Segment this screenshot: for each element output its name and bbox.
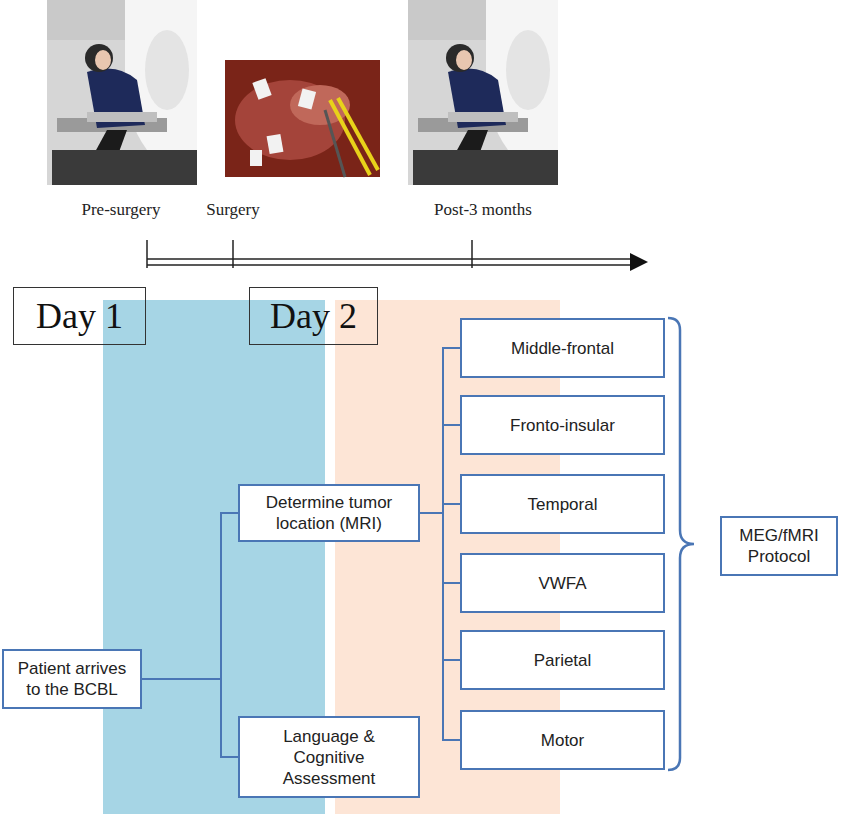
- timeline-label: Pre-surgery: [82, 200, 161, 220]
- connector: [420, 513, 460, 740]
- process-box: VWFA: [460, 553, 665, 613]
- timeline: [147, 240, 648, 271]
- timeline-label: Surgery: [206, 200, 260, 220]
- box-label: VWFA: [538, 573, 586, 594]
- connector: [420, 513, 460, 583]
- process-box: Fronto-insular: [460, 395, 665, 455]
- process-box: Language & Cognitive Assessment: [238, 716, 420, 798]
- box-label: Language & Cognitive Assessment: [246, 726, 412, 789]
- box-label: Patient arrives to the BCBL: [10, 658, 134, 700]
- pre-surgery-photo: [47, 0, 197, 185]
- box-label: Motor: [541, 730, 584, 751]
- connector: [420, 425, 460, 513]
- connector: [420, 513, 460, 660]
- box-label: Day 1: [36, 296, 123, 336]
- process-box: Temporal: [460, 474, 665, 534]
- process-box: Patient arrives to the BCBL: [2, 649, 142, 709]
- post-photo: [408, 0, 558, 185]
- box-label: Temporal: [528, 494, 598, 515]
- process-box: Motor: [460, 710, 665, 770]
- day-box: Day 2: [249, 287, 378, 345]
- box-label: Day 2: [270, 296, 357, 336]
- day-box: Day 1: [13, 287, 146, 345]
- brace: [668, 318, 694, 770]
- box-label: Middle-frontal: [511, 338, 614, 359]
- process-box: MEG/fMRI Protocol: [720, 516, 838, 576]
- box-label: Determine tumor location (MRI): [246, 492, 412, 534]
- process-box: Determine tumor location (MRI): [238, 484, 420, 542]
- timeline-label: Post-3 months: [434, 200, 532, 220]
- box-label: Fronto-insular: [510, 415, 615, 436]
- box-label: Parietal: [534, 650, 592, 671]
- process-box: Middle-frontal: [460, 318, 665, 378]
- box-label: MEG/fMRI Protocol: [728, 525, 830, 567]
- connector: [420, 348, 460, 513]
- surgery-photo: [225, 60, 380, 177]
- connector: [142, 513, 238, 679]
- connector: [142, 679, 238, 757]
- process-box: Parietal: [460, 630, 665, 690]
- connector: [420, 504, 460, 513]
